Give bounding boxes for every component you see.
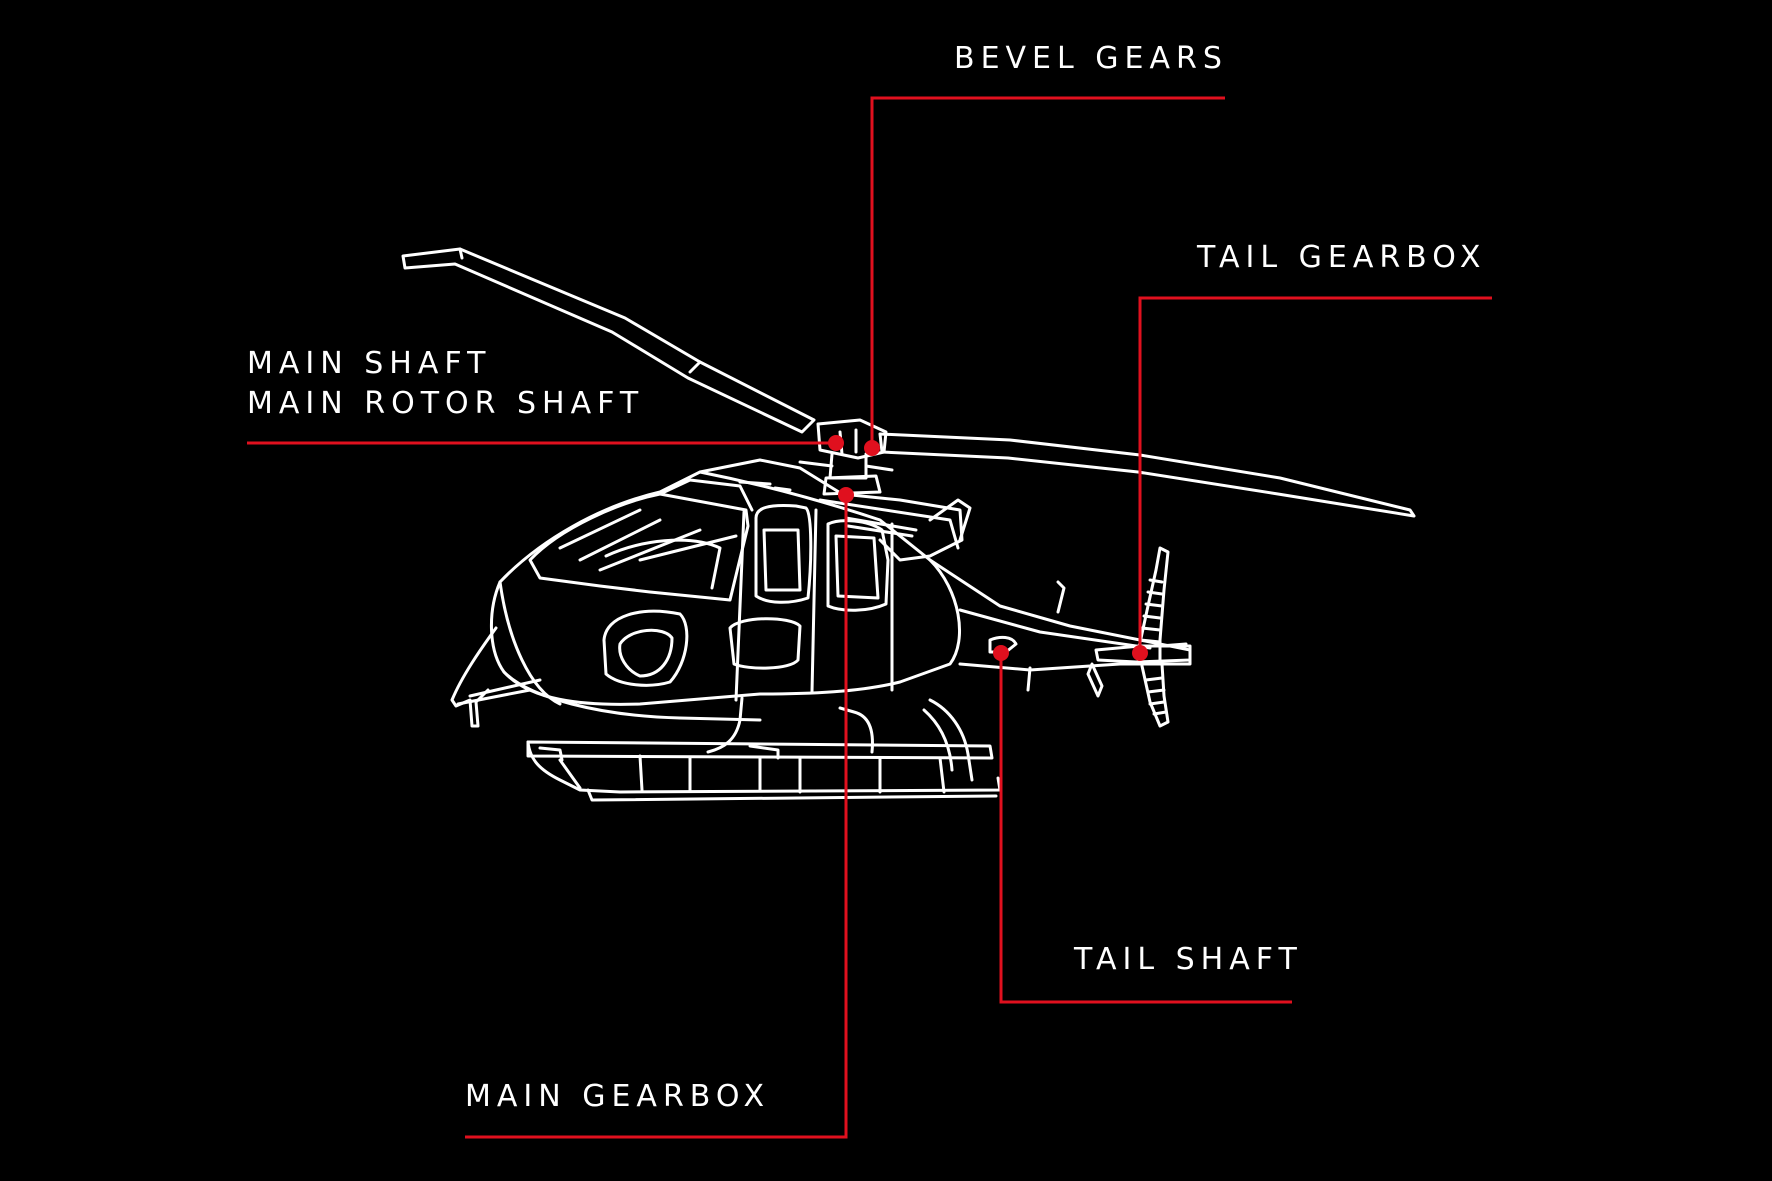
leader-main-gearbox <box>465 495 848 1139</box>
chin-window-left <box>602 609 689 687</box>
label-bevel-gears: BEVEL GEARS <box>954 41 1228 76</box>
callout-labels: BEVEL GEARS TAIL GEARBOX MAIN SHAFT MAIN… <box>247 41 1487 1114</box>
callout-lines <box>247 96 1492 1139</box>
rotor-hub <box>798 418 894 496</box>
label-main-rotor-shaft: MAIN ROTOR SHAFT <box>247 386 644 421</box>
windscreen <box>528 478 754 602</box>
dot-bevel-gears <box>864 440 880 456</box>
door-window-front <box>754 504 813 604</box>
label-main-shaft: MAIN SHAFT <box>247 346 491 381</box>
label-tail-gearbox: TAIL GEARBOX <box>1196 240 1487 275</box>
rotor-blade-forward <box>878 432 1416 518</box>
dot-tail-gearbox <box>1132 645 1148 661</box>
leader-bevel-gears <box>870 96 1225 448</box>
chin-window-left-inner <box>618 628 674 678</box>
leader-tail-gearbox <box>1138 296 1492 653</box>
helicopter-illustration <box>401 247 1416 802</box>
door-window-rear-inner <box>834 534 880 600</box>
door-window-front-inner <box>762 528 802 592</box>
label-main-gearbox: MAIN GEARBOX <box>465 1079 770 1114</box>
dot-main-shaft <box>828 435 844 451</box>
dot-tail-shaft <box>993 645 1009 661</box>
callout-dots <box>828 435 1148 661</box>
stabilizer-fin-down <box>1086 662 1104 698</box>
rotor-blade-rear-edge <box>458 247 702 374</box>
label-tail-shaft: TAIL SHAFT <box>1073 942 1303 977</box>
rotor-blade-rear <box>401 247 816 434</box>
landing-skids <box>526 740 1002 802</box>
vertical-fin <box>1136 546 1188 728</box>
nose-step <box>450 626 542 728</box>
leader-tail-shaft <box>999 653 1292 1004</box>
nose-chin <box>498 580 762 722</box>
dot-main-gearbox <box>838 487 854 503</box>
chin-window-right <box>728 617 802 670</box>
door-frames <box>734 508 894 702</box>
